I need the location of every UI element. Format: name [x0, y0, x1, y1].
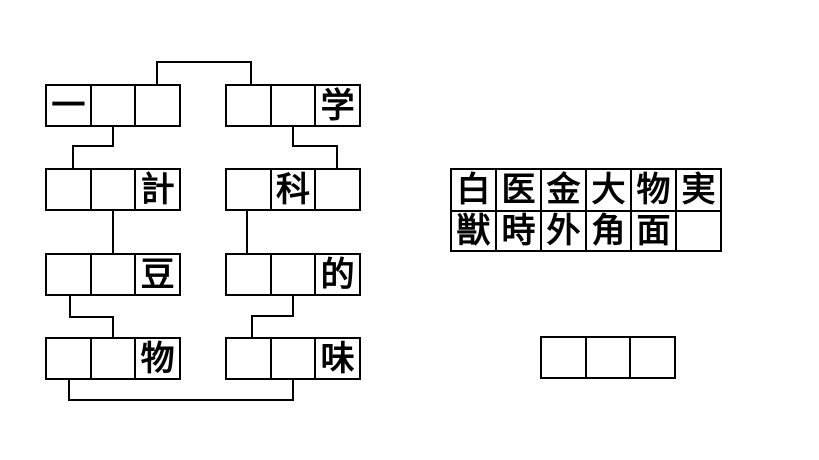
- puzzle-cell: 計: [134, 170, 179, 209]
- word-box-left-4: 物: [45, 337, 181, 380]
- kanji-bank: 白 医 金 大 物 実 獣 時 外 角 面: [450, 168, 722, 252]
- bank-cell: 物: [630, 170, 675, 210]
- puzzle-cell[interactable]: [89, 86, 135, 125]
- bank-cell: 外: [540, 210, 585, 250]
- puzzle-cell[interactable]: [47, 255, 90, 294]
- word-box-right-4: 味: [225, 337, 361, 380]
- puzzle-cell[interactable]: [134, 86, 179, 125]
- puzzle-cell[interactable]: [227, 86, 270, 125]
- word-box-right-1: 学: [225, 84, 361, 127]
- kanji-bank-row: 白 医 金 大 物 実: [452, 170, 720, 210]
- bank-cell: 面: [630, 210, 675, 250]
- connector-left-1-2: [72, 127, 114, 168]
- bank-cell: 金: [540, 170, 585, 210]
- word-box-left-1: 一: [45, 84, 181, 127]
- puzzle-cell[interactable]: [227, 255, 270, 294]
- bank-cell: 大: [585, 170, 630, 210]
- puzzle-cell: 一: [51, 86, 86, 125]
- word-box-right-2: 科: [225, 168, 361, 211]
- connector-bottom: [68, 379, 294, 401]
- answer-cell[interactable]: [542, 338, 585, 377]
- puzzle-cell: 的: [314, 255, 359, 294]
- puzzle-cell[interactable]: [227, 339, 270, 378]
- puzzle-cell[interactable]: [89, 255, 135, 294]
- bank-cell: [675, 210, 720, 250]
- puzzle-cell[interactable]: [269, 339, 315, 378]
- puzzle-cell[interactable]: [89, 339, 135, 378]
- puzzle-cell: 豆: [134, 255, 179, 294]
- puzzle-cell[interactable]: [47, 339, 90, 378]
- puzzle-cell[interactable]: [89, 170, 135, 209]
- word-box-left-3: 豆: [45, 253, 181, 296]
- connector-right-3-4: [251, 296, 294, 337]
- puzzle-cell[interactable]: [314, 170, 359, 209]
- puzzle-cell[interactable]: [227, 170, 270, 209]
- bank-cell: 実: [675, 170, 720, 210]
- connector-top: [156, 61, 252, 84]
- answer-cell[interactable]: [584, 338, 630, 377]
- puzzle-cell: 学: [314, 86, 359, 125]
- puzzle-cell[interactable]: [269, 86, 315, 125]
- word-box-left-2: 計: [45, 168, 181, 211]
- bank-cell: 角: [585, 210, 630, 250]
- puzzle-cell[interactable]: [269, 255, 315, 294]
- word-box-right-3: 的: [225, 253, 361, 296]
- bank-cell: 医: [495, 170, 540, 210]
- bank-cell: 白: [456, 171, 491, 209]
- connector-left-3-4: [69, 296, 114, 337]
- puzzle-cell[interactable]: [47, 170, 90, 209]
- kanji-bank-row: 獣 時 外 角 面: [452, 210, 720, 250]
- puzzle-cell: 味: [314, 339, 359, 378]
- connector-right-1-2: [292, 127, 338, 168]
- bank-cell: 時: [495, 210, 540, 250]
- puzzle-cell: 科: [269, 170, 315, 209]
- bank-cell: 獣: [452, 210, 495, 250]
- answer-cell[interactable]: [629, 338, 674, 377]
- puzzle-cell: 物: [134, 339, 179, 378]
- answer-box: [540, 336, 676, 379]
